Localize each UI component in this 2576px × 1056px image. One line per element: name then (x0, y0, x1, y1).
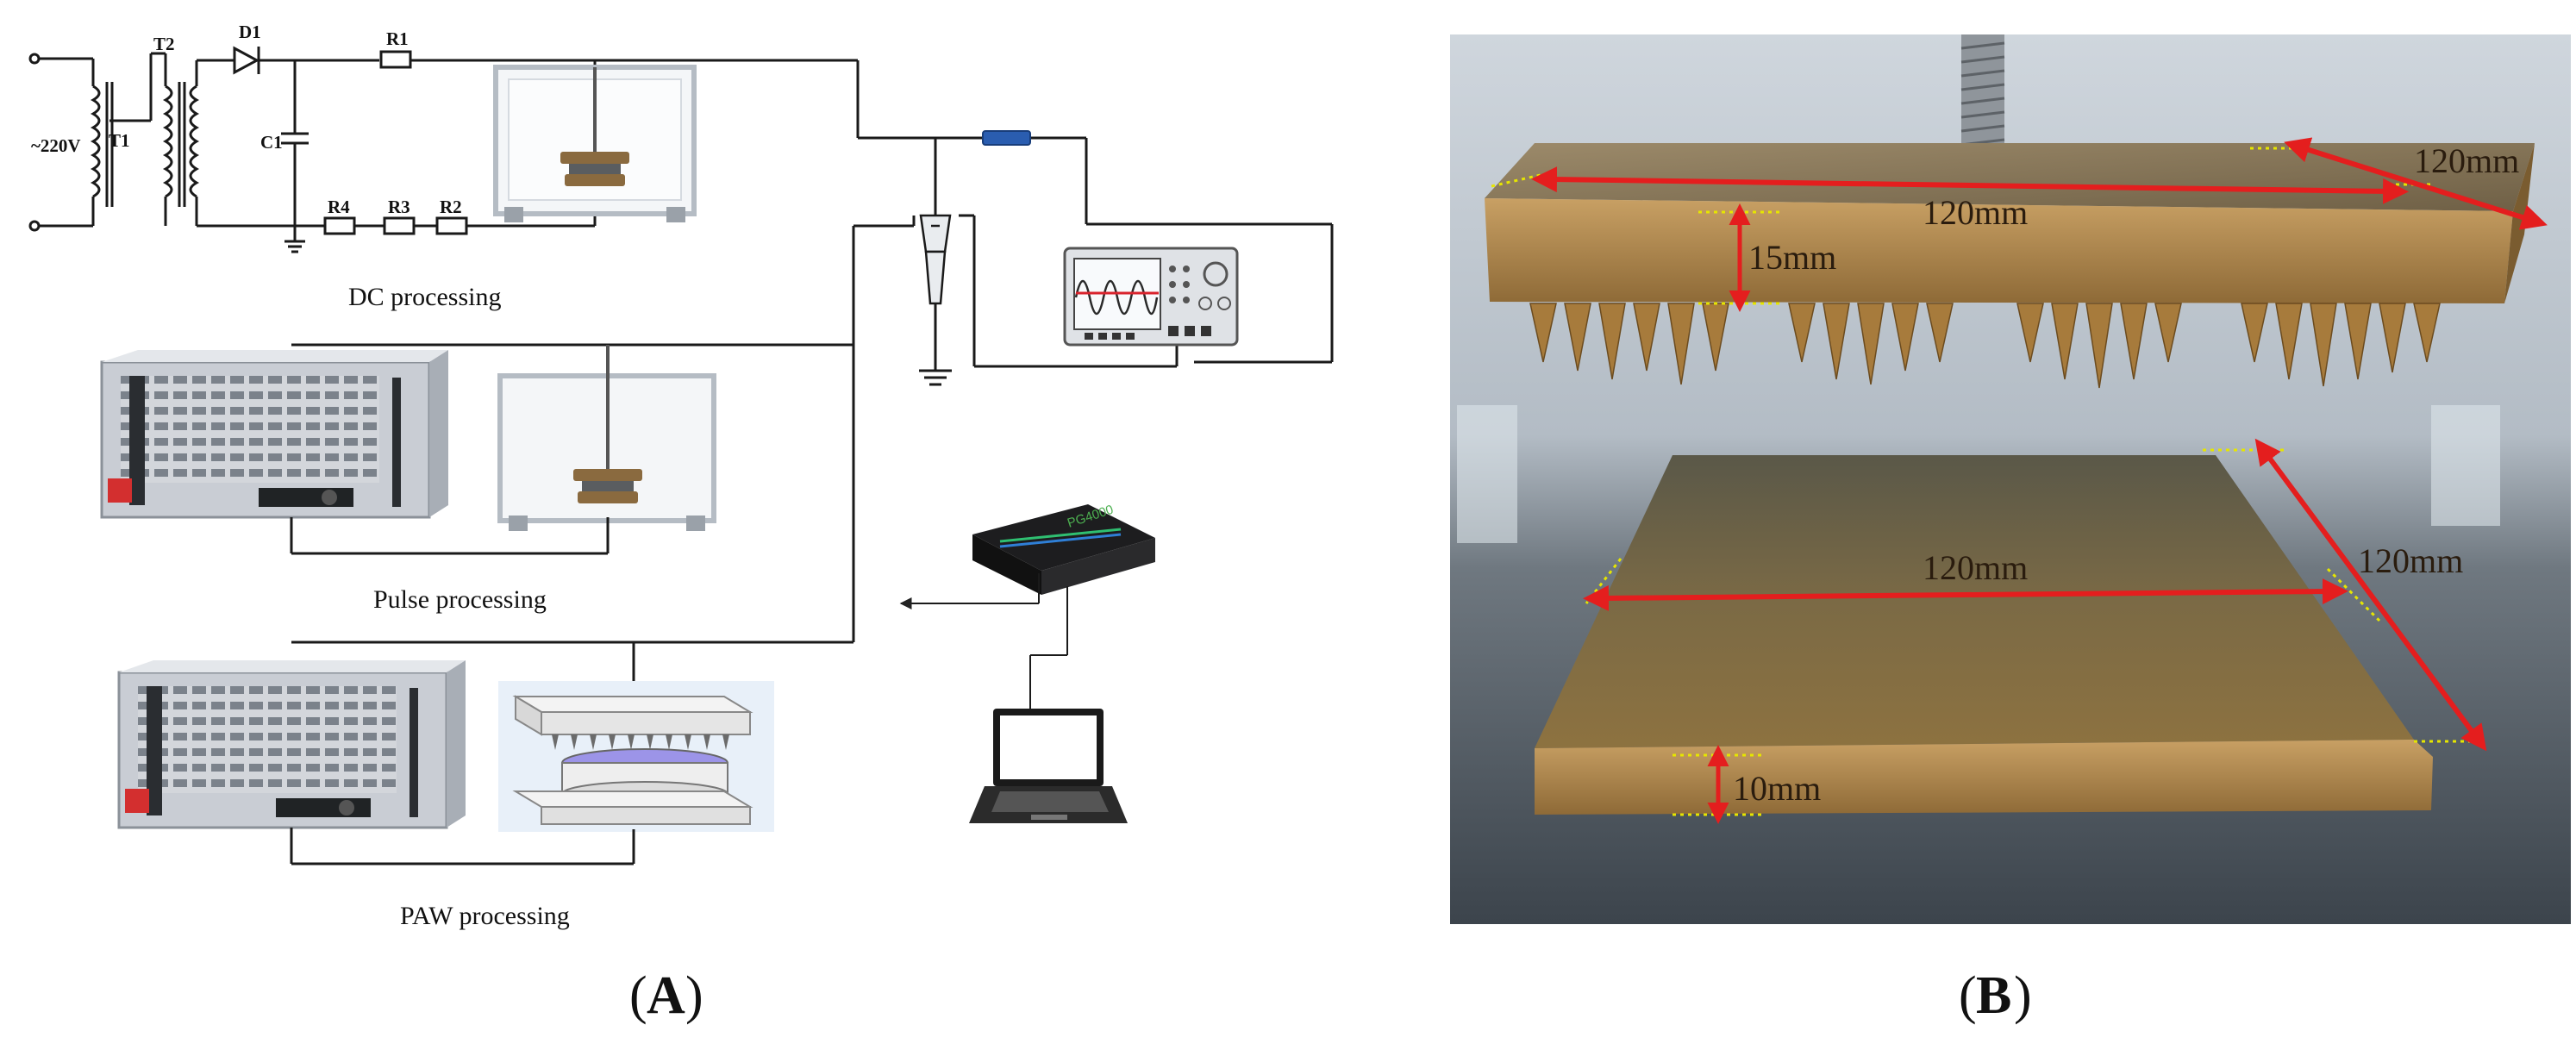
panel-b-label-close: ) (2014, 966, 2032, 1025)
pulse-power-supply (100, 350, 448, 519)
top-thickness-dimension: 15mm (1748, 238, 1836, 277)
paw-power-supply (117, 660, 466, 829)
panel-b-label-letter: B (1976, 966, 2011, 1025)
panel-b-label-open: ( (1959, 966, 1977, 1025)
paw-processing-caption: PAW processing (400, 902, 570, 930)
d1-label: D1 (239, 22, 261, 42)
top-depth-dimension: 120mm (2414, 141, 2519, 180)
top-plate-dimensions (1491, 137, 2548, 312)
hv-wiring (291, 59, 1334, 644)
panel-a-label-open: ( (629, 966, 647, 1025)
bottom-thickness-dimension: 10mm (1733, 769, 1821, 808)
transformer-t2 (162, 59, 234, 226)
capacitor-c1 (281, 60, 309, 253)
laptop (969, 709, 1128, 823)
paw-wiring (290, 642, 635, 865)
r2-label: R2 (440, 197, 462, 217)
r3-label: R3 (388, 197, 410, 217)
input-source (28, 53, 95, 232)
spectrometer: PG4000 (972, 503, 1155, 595)
panel-a-label-letter: A (647, 966, 685, 1025)
source-voltage-label: ~220V (31, 135, 81, 156)
t2-label: T2 (153, 34, 175, 54)
dc-processing-caption: DC processing (348, 283, 501, 311)
hv-probe (919, 214, 952, 305)
top-width-dimension: 120mm (1923, 193, 2028, 232)
c1-label: C1 (260, 132, 283, 153)
pulse-wiring (290, 517, 610, 555)
panel-b-photo: 120mm 120mm 15mm 120mm 120mm 10mm ( B ) (1450, 34, 2571, 1025)
panel-a-label-close: ) (685, 966, 703, 1025)
paw-reactor (498, 681, 774, 832)
diode-d1 (233, 46, 379, 75)
pulse-reactor-frame (497, 345, 716, 531)
transformer-t1 (90, 52, 167, 226)
current-probe-resistor (982, 130, 1031, 146)
spectrometer-wiring (899, 573, 1068, 709)
r4-label: R4 (328, 197, 350, 217)
bottom-depth-dimension: 120mm (2358, 541, 2463, 580)
needle-array (1529, 303, 2441, 389)
bottom-width-dimension: 120mm (1923, 548, 2028, 587)
dc-reactor-frame (493, 65, 697, 222)
bottom-plate-dimensions (1583, 438, 2487, 824)
t1-label: T1 (109, 130, 130, 151)
pulse-processing-caption: Pulse processing (373, 585, 547, 614)
r1-label: R1 (386, 28, 409, 49)
panel-a-diagram: ~220V T1 T2 D1 (28, 22, 1334, 1025)
oscilloscope (1063, 247, 1239, 347)
